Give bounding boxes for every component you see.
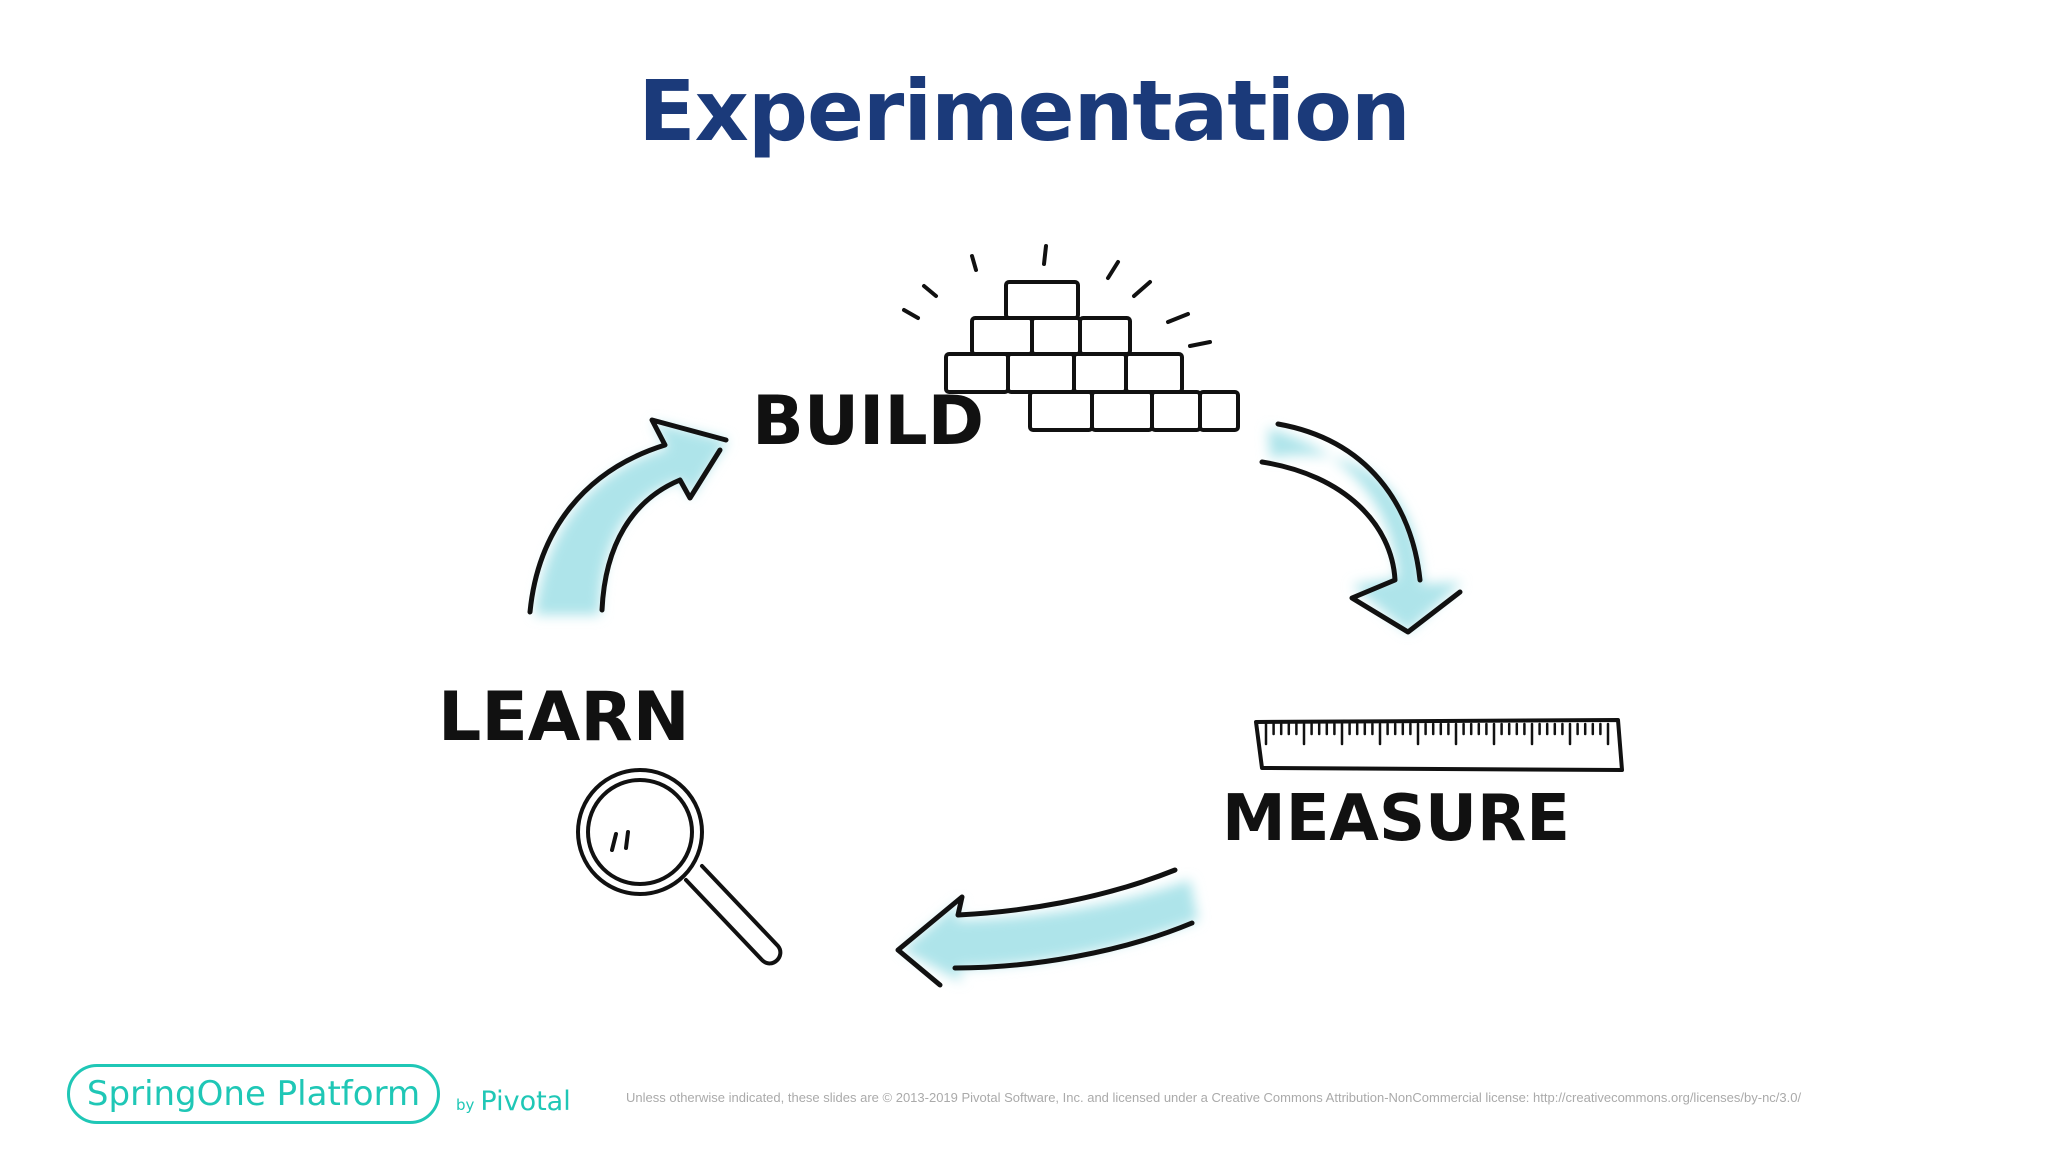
pivotal-logo-text: Pivotal — [480, 1086, 571, 1117]
step-label-measure: MEASURE — [1222, 782, 1570, 856]
cycle-arrow-learn-to-build — [527, 417, 729, 615]
license-notice: Unless otherwise indicated, these slides… — [626, 1090, 1802, 1105]
pivotal-byline: by Pivotal — [456, 1086, 571, 1117]
ruler-icon — [1254, 718, 1624, 772]
step-label-learn: LEARN — [438, 678, 690, 757]
logo-text: SpringOne Platform — [86, 1074, 421, 1114]
cycle-arrow-measure-to-learn — [895, 867, 1198, 988]
magnifying-glass-icon — [576, 768, 783, 966]
springone-platform-logo: SpringOne Platform — [67, 1064, 440, 1124]
cycle-arrow-build-to-measure — [1259, 421, 1463, 635]
by-text: by — [456, 1096, 475, 1114]
step-label-build: BUILD — [752, 382, 984, 461]
brick-wall-icon — [902, 244, 1240, 432]
slide-title: Experimentation — [638, 62, 1410, 160]
